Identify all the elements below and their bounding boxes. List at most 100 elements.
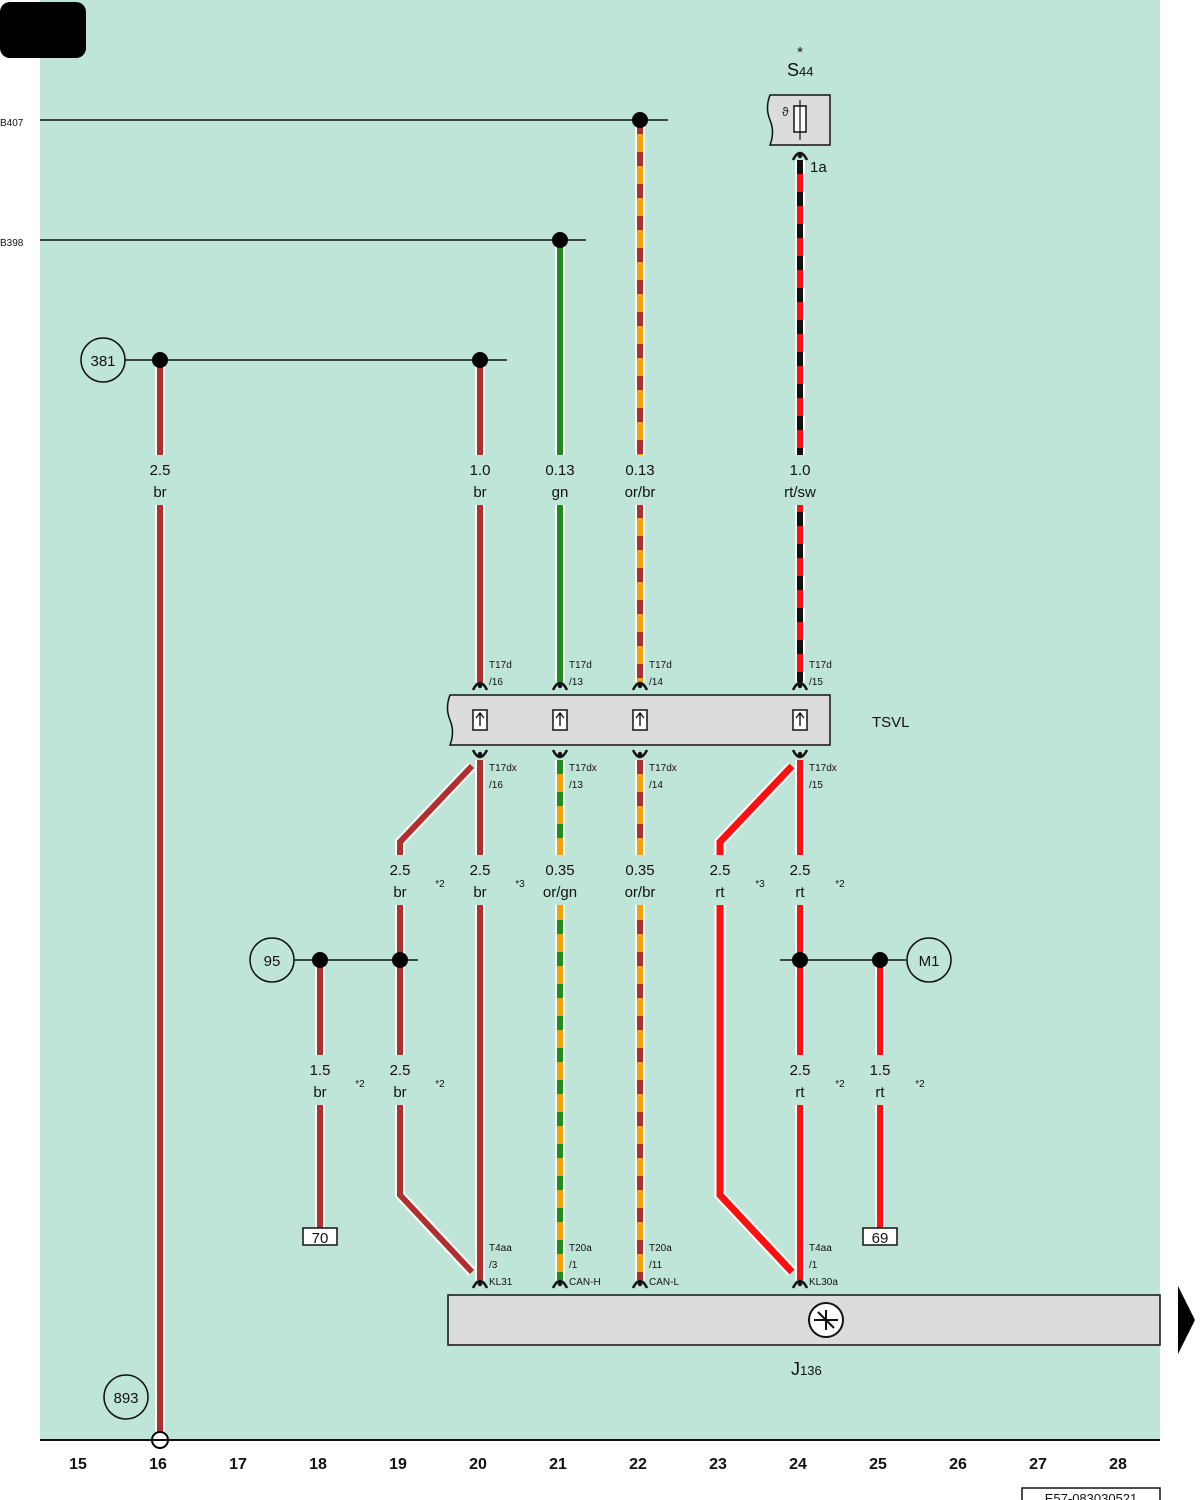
wire-label-gap bbox=[862, 1055, 898, 1105]
pin-labels: T17d/16 T17d/13 T17d/14 T17d/15 T17dx/16… bbox=[489, 660, 838, 1288]
column-number: 16 bbox=[149, 1456, 167, 1473]
wire-label-gap bbox=[302, 1055, 338, 1105]
wire-label-size: 2.5 bbox=[390, 1062, 411, 1079]
pin-dot bbox=[557, 1281, 563, 1287]
pin-cup-icon bbox=[551, 681, 569, 691]
wire-label-gap bbox=[142, 455, 178, 505]
pin-cup-icon bbox=[551, 1279, 569, 1289]
junction-dot bbox=[152, 352, 168, 368]
wire-label-size: 2.5 bbox=[790, 1062, 811, 1079]
svg-text:70: 70 bbox=[312, 1230, 329, 1247]
pin-label: T17dx/14 bbox=[649, 763, 677, 791]
column-number: 21 bbox=[549, 1456, 567, 1473]
pin-label: T17dx/15 bbox=[809, 763, 837, 791]
wire-label-color: rt bbox=[795, 1084, 805, 1101]
wire-label-note: *2 bbox=[915, 1079, 925, 1090]
pin-dot bbox=[637, 1281, 643, 1287]
wire-label-color: br bbox=[473, 884, 486, 901]
wire-label-note: *2 bbox=[835, 879, 845, 890]
wire-label-gap bbox=[462, 455, 498, 505]
wire-label-size: 1.5 bbox=[870, 1062, 891, 1079]
ref-label-b407: B407 bbox=[0, 118, 24, 129]
ref-circle-893-label: 893 bbox=[113, 1390, 138, 1407]
pin-dot bbox=[557, 751, 563, 757]
pin-dot bbox=[557, 683, 563, 689]
wire-label-color: gn bbox=[552, 484, 569, 501]
column-number: 19 bbox=[389, 1456, 407, 1473]
pin-cup-icon bbox=[631, 749, 649, 759]
wire-label-size: 2.5 bbox=[470, 862, 491, 879]
column-number: 28 bbox=[1109, 1456, 1127, 1473]
ref-circle-95-label: 95 bbox=[264, 953, 281, 970]
pin-connectors bbox=[471, 151, 809, 1289]
footer-code-box: E57-083030521 bbox=[1021, 1487, 1161, 1500]
wire-label-gap bbox=[542, 455, 578, 505]
wire-label-color: rt bbox=[795, 884, 805, 901]
pin-dot bbox=[797, 1281, 803, 1287]
pin-arrow-icon bbox=[635, 711, 645, 726]
pin-dot bbox=[797, 153, 803, 159]
junction-dot bbox=[552, 232, 568, 248]
continue-arrow-icon[interactable] bbox=[1178, 1286, 1195, 1354]
column-number: 23 bbox=[709, 1456, 727, 1473]
junction-dot bbox=[792, 952, 808, 968]
pin-cup-icon bbox=[631, 681, 649, 691]
wire-label-size: 0.35 bbox=[625, 862, 654, 879]
pin-label: T17dx/16 bbox=[489, 763, 517, 791]
junction-dot bbox=[872, 952, 888, 968]
pin-dot bbox=[797, 751, 803, 757]
module-j136[interactable] bbox=[447, 1294, 1161, 1346]
column-number: 22 bbox=[629, 1456, 647, 1473]
wire-label-gap bbox=[542, 855, 578, 905]
pin-cup-icon bbox=[791, 749, 809, 759]
wire-label-size: 2.5 bbox=[790, 862, 811, 879]
column-number: 15 bbox=[69, 1456, 87, 1473]
pin-cup-icon bbox=[471, 749, 489, 759]
junction-dot bbox=[312, 952, 328, 968]
pin-dot bbox=[797, 683, 803, 689]
ground-box-70[interactable]: 70 bbox=[302, 1227, 338, 1247]
pin-dot bbox=[477, 1281, 483, 1287]
ref-circle-381-label: 381 bbox=[90, 353, 115, 370]
wire-label-size: 0.35 bbox=[545, 862, 574, 879]
wire-label-gap bbox=[622, 855, 658, 905]
pin-label: T17d/13 bbox=[569, 660, 592, 688]
pin-dot bbox=[477, 751, 483, 757]
ref-label-b398: B398 bbox=[0, 238, 24, 249]
connector-tsvl[interactable] bbox=[446, 694, 831, 746]
wire-label-color: br bbox=[393, 1084, 406, 1101]
wire-label-note: *3 bbox=[755, 879, 765, 890]
wire-label-color: or/gn bbox=[543, 884, 577, 901]
column-number: 24 bbox=[789, 1456, 807, 1473]
pin-dot bbox=[637, 683, 643, 689]
wire-label-size: 2.5 bbox=[390, 862, 411, 879]
wire-label-size: 1.0 bbox=[470, 462, 491, 479]
wire-label-size: 1.5 bbox=[310, 1062, 331, 1079]
ref-circle-95[interactable]: 95 bbox=[249, 937, 295, 983]
pin-arrow-icon bbox=[795, 711, 805, 726]
wire-label-size: 1.0 bbox=[790, 462, 811, 479]
column-number: 17 bbox=[229, 1456, 247, 1473]
ref-circle-381[interactable]: 381 bbox=[80, 337, 126, 383]
fuse-s44-label: S44 bbox=[787, 60, 813, 80]
wire-label-gap bbox=[782, 455, 818, 505]
wire-label-backgrounds bbox=[142, 455, 898, 1105]
corner-tab bbox=[0, 2, 86, 58]
junction-dot bbox=[632, 112, 648, 128]
wire-label-note: *2 bbox=[355, 1079, 365, 1090]
wire-label-note: *3 bbox=[515, 879, 525, 890]
wire-label-gap bbox=[382, 1055, 418, 1105]
wire-23-branch[interactable] bbox=[714, 762, 797, 1276]
fuse-s44[interactable]: ϑ bbox=[766, 94, 831, 146]
wire-group bbox=[155, 120, 885, 1440]
pin-cup-icon bbox=[471, 1279, 489, 1289]
svg-text:69: 69 bbox=[872, 1230, 889, 1247]
wire-label-gap bbox=[782, 855, 818, 905]
ref-circle-m1[interactable]: M1 bbox=[906, 937, 952, 983]
wire-19-branch[interactable] bbox=[395, 762, 476, 1276]
ref-circle-893[interactable]: 893 bbox=[103, 1374, 149, 1420]
ground-box-69[interactable]: 69 bbox=[862, 1227, 898, 1247]
